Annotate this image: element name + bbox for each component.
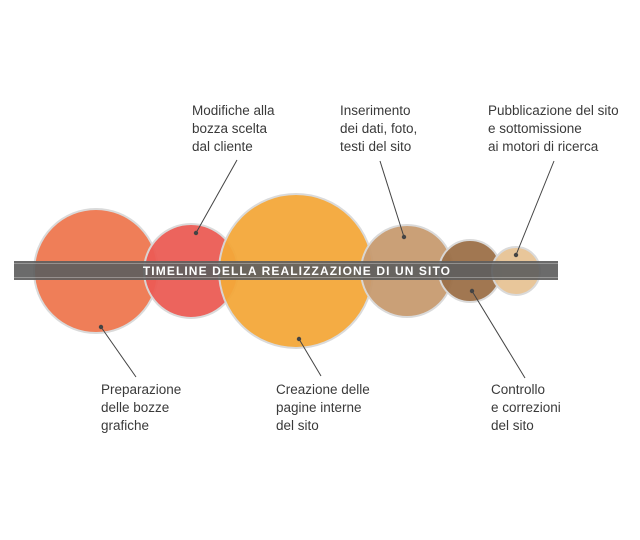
stage-labels: Preparazione delle bozze grafiche Modifi… — [101, 103, 622, 433]
stage-label-line: pagine interne — [276, 400, 362, 415]
stage-label-line: grafiche — [101, 418, 149, 433]
stage-label-preparazione: Preparazione delle bozze grafiche — [101, 382, 185, 433]
stage-label-line: delle bozze — [101, 400, 169, 415]
stage-label-line: e correzioni — [491, 400, 561, 415]
leader-dot-inserimento — [401, 234, 407, 240]
leader-dot-modifiche — [193, 230, 199, 236]
leader-line-pubblicazione — [515, 160, 555, 256]
leader-dot-controllo — [469, 288, 475, 294]
stage-label-line: Inserimento — [340, 103, 411, 118]
stage-label-line: dei dati, foto, — [340, 121, 417, 136]
leader-line-inserimento — [379, 160, 405, 238]
leader-dot-creazione — [296, 336, 302, 342]
leader-line-preparazione — [100, 326, 137, 378]
banner-title: TIMELINE DELLA REALIZZAZIONE DI UN SITO — [143, 264, 451, 278]
timeline-banner: TIMELINE DELLA REALIZZAZIONE DI UN SITO — [14, 261, 558, 280]
stage-label-line: Pubblicazione del sito — [488, 103, 619, 118]
stage-label-line: e sottomissione — [488, 121, 582, 136]
stage-label-pubblicazione: Pubblicazione del sito e sottomissione a… — [488, 103, 622, 154]
stage-label-line: Modifiche alla — [192, 103, 275, 118]
stage-label-line: Creazione delle — [276, 382, 370, 397]
stage-label-line: del sito — [491, 418, 534, 433]
stage-label-line: del sito — [276, 418, 319, 433]
stage-label-line: dal cliente — [192, 139, 253, 154]
stage-label-line: bozza scelta — [192, 121, 268, 136]
stage-label-line: testi del sito — [340, 139, 411, 154]
stage-label-line: Preparazione — [101, 382, 181, 397]
leader-dot-preparazione — [98, 324, 104, 330]
leader-line-modifiche — [195, 159, 238, 234]
leader-dot-pubblicazione — [513, 252, 519, 258]
stage-label-line: ai motori di ricerca — [488, 139, 599, 154]
leader-lines — [98, 159, 555, 379]
leader-line-controllo — [471, 290, 526, 379]
banner-bar — [14, 261, 558, 280]
stage-label-controllo: Controllo e correzioni del sito — [491, 382, 565, 433]
stage-label-creazione: Creazione delle pagine interne del sito — [276, 382, 374, 433]
leader-line-creazione — [298, 338, 322, 377]
stage-label-modifiche: Modifiche alla bozza scelta dal cliente — [192, 103, 278, 154]
stage-label-inserimento: Inserimento dei dati, foto, testi del si… — [340, 103, 421, 154]
stage-label-line: Controllo — [491, 382, 545, 397]
